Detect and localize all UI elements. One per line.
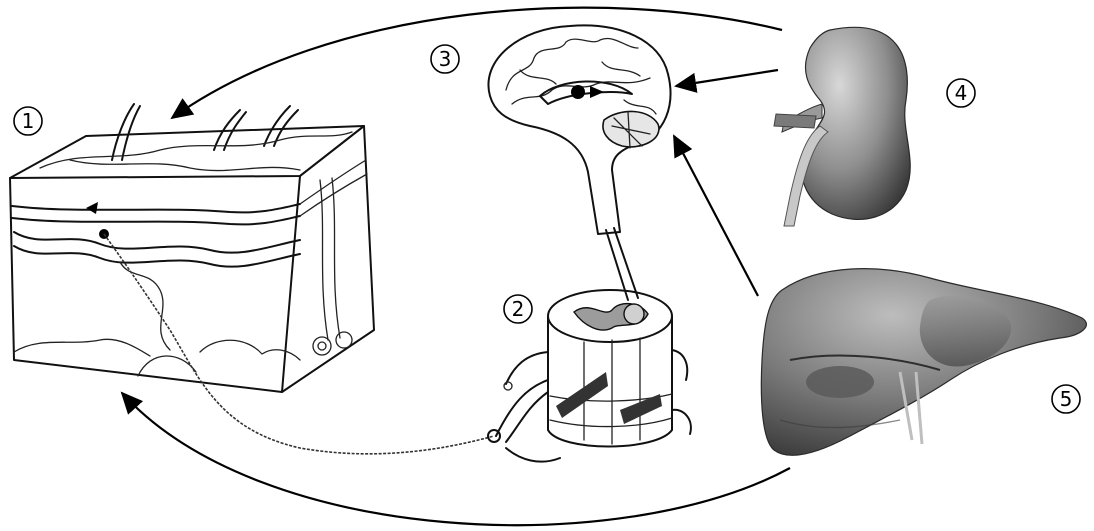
marker-5-label: 5 — [1060, 387, 1073, 411]
spinal-cord-segment-icon — [488, 228, 691, 462]
marker-4-label: 4 — [955, 81, 968, 105]
marker-1-label: 1 — [22, 109, 35, 133]
marker-2: 2 — [504, 295, 532, 323]
marker-3-label: 3 — [439, 47, 452, 71]
marker-4: 4 — [947, 79, 975, 107]
arrow-liver-to-brain — [674, 136, 758, 296]
marker-5: 5 — [1052, 385, 1080, 413]
arrow-kidney-to-brain — [676, 70, 778, 86]
kidney-icon — [774, 27, 910, 226]
marker-3: 3 — [431, 45, 459, 73]
marker-2-label: 2 — [512, 297, 525, 321]
marker-1: 1 — [14, 107, 42, 135]
brain-sagittal-icon — [488, 25, 670, 234]
arrow-kidney-to-skin — [172, 8, 782, 118]
skin-cross-section-icon — [10, 104, 494, 454]
arrow-liver-to-skin — [122, 393, 790, 525]
liver-icon — [761, 269, 1086, 456]
